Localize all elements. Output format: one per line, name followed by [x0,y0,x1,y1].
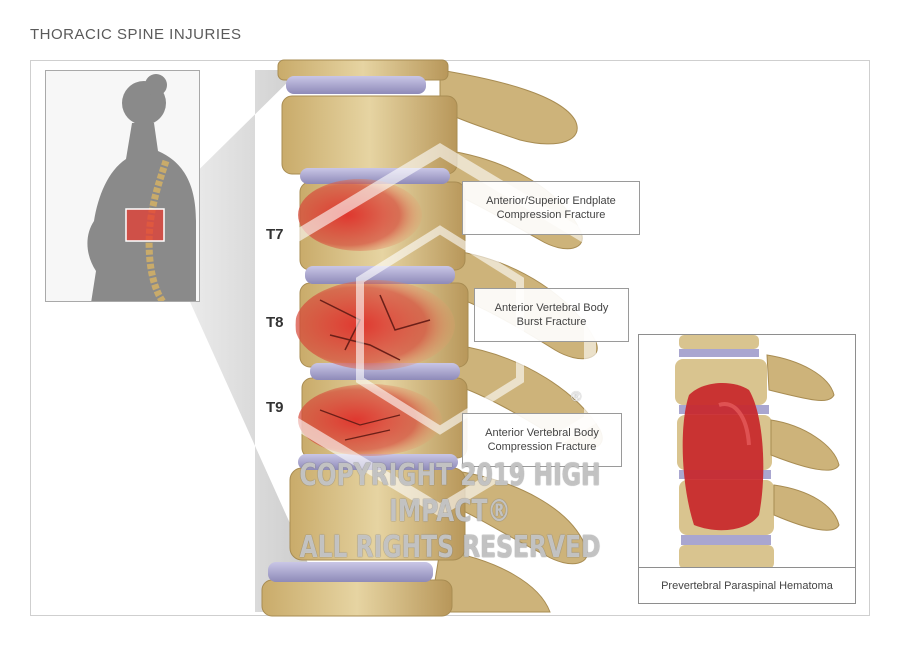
callout-t8-line2: Burst Fracture [516,316,587,328]
watermark-line2: ALL RIGHTS RESERVED [299,530,601,565]
callout-t9-line2: Compression Fracture [487,441,597,453]
callout-t7-line1: Anterior/Superior Endplate [486,195,616,207]
label-t8: T8 [266,314,284,331]
page-title: THORACIC SPINE INJURIES [30,26,242,43]
callout-t8-line1: Anterior Vertebral Body [494,302,609,314]
label-t7: T7 [266,226,284,243]
watermark-line1: COPYRIGHT 2019 HIGH IMPACT® [299,458,601,529]
zoom-wedge [163,70,330,612]
hematoma-caption: Prevertebral Paraspinal Hematoma [639,567,855,603]
intervertebral-discs [268,76,460,582]
callout-t7-line2: Compression Fracture [496,209,606,221]
callout-t8: Anterior Vertebral Body Burst Fracture [474,288,629,342]
registered-mark: ® [571,388,582,404]
copyright-watermark: COPYRIGHT 2019 HIGH IMPACT® ALL RIGHTS R… [278,458,621,566]
watermark-logo [284,143,596,517]
callout-t9-line1: Anterior Vertebral Body [485,427,599,439]
body-silhouette-inset [45,70,200,302]
silhouette-figure [87,74,196,301]
callout-t9: Anterior Vertebral Body Compression Frac… [462,413,622,467]
hematoma-illustration [675,335,840,569]
callout-t7: Anterior/Superior Endplate Compression F… [462,181,640,235]
injury-highlight [125,208,165,242]
fracture-regions [295,179,455,456]
hematoma-inset: Prevertebral Paraspinal Hematoma [638,334,856,604]
label-t9: T9 [266,399,284,416]
